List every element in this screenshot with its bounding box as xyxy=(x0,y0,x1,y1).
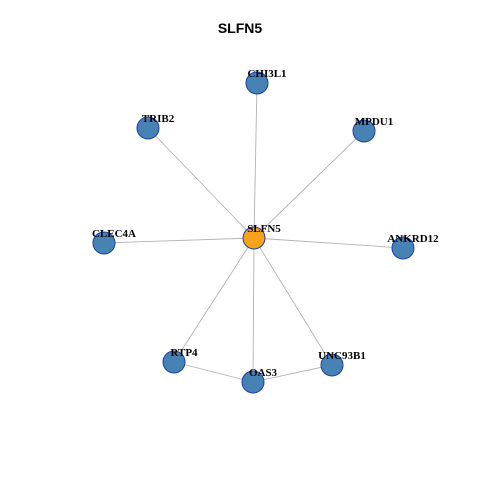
node-label-ankrd12: ANKRD12 xyxy=(387,233,439,245)
node-oas3[interactable] xyxy=(241,370,265,394)
node-chi3l1[interactable] xyxy=(245,71,269,95)
node-layer xyxy=(92,71,415,394)
edge-slfn5-unc93b1 xyxy=(253,237,333,366)
node-label-unc93b1: UNC93B1 xyxy=(318,350,366,362)
node-label-clec4a: CLEC4A xyxy=(92,228,136,240)
node-ankrd12[interactable] xyxy=(391,236,415,260)
graph-title: SLFN5 xyxy=(217,20,263,36)
edge-slfn5-ankrd12 xyxy=(253,237,404,249)
node-trib2[interactable] xyxy=(136,116,160,140)
edge-rtp4-oas3 xyxy=(173,361,254,383)
edge-slfn5-chi3l1 xyxy=(253,82,258,239)
node-label-rtp4: RTP4 xyxy=(170,347,198,359)
node-slfn5[interactable] xyxy=(242,226,266,250)
node-label-oas3: OAS3 xyxy=(249,367,278,379)
edge-slfn5-clec4a xyxy=(103,237,255,244)
edge-slfn5-oas3 xyxy=(252,237,255,383)
node-unc93b1[interactable] xyxy=(320,353,344,377)
edge-oas3-unc93b1 xyxy=(252,364,333,383)
edge-slfn5-mpdu1 xyxy=(253,130,365,239)
edge-slfn5-rtp4 xyxy=(173,237,255,363)
node-mpdu1[interactable] xyxy=(352,119,376,143)
node-label-mpdu1: MPDU1 xyxy=(355,116,394,128)
node-label-slfn5: SLFN5 xyxy=(247,223,281,235)
node-clec4a[interactable] xyxy=(92,231,116,255)
node-rtp4[interactable] xyxy=(162,350,186,374)
node-label-chi3l1: CHI3L1 xyxy=(247,68,286,80)
node-label-trib2: TRIB2 xyxy=(142,113,175,125)
edge-layer xyxy=(103,82,404,383)
edge-slfn5-trib2 xyxy=(147,127,255,239)
